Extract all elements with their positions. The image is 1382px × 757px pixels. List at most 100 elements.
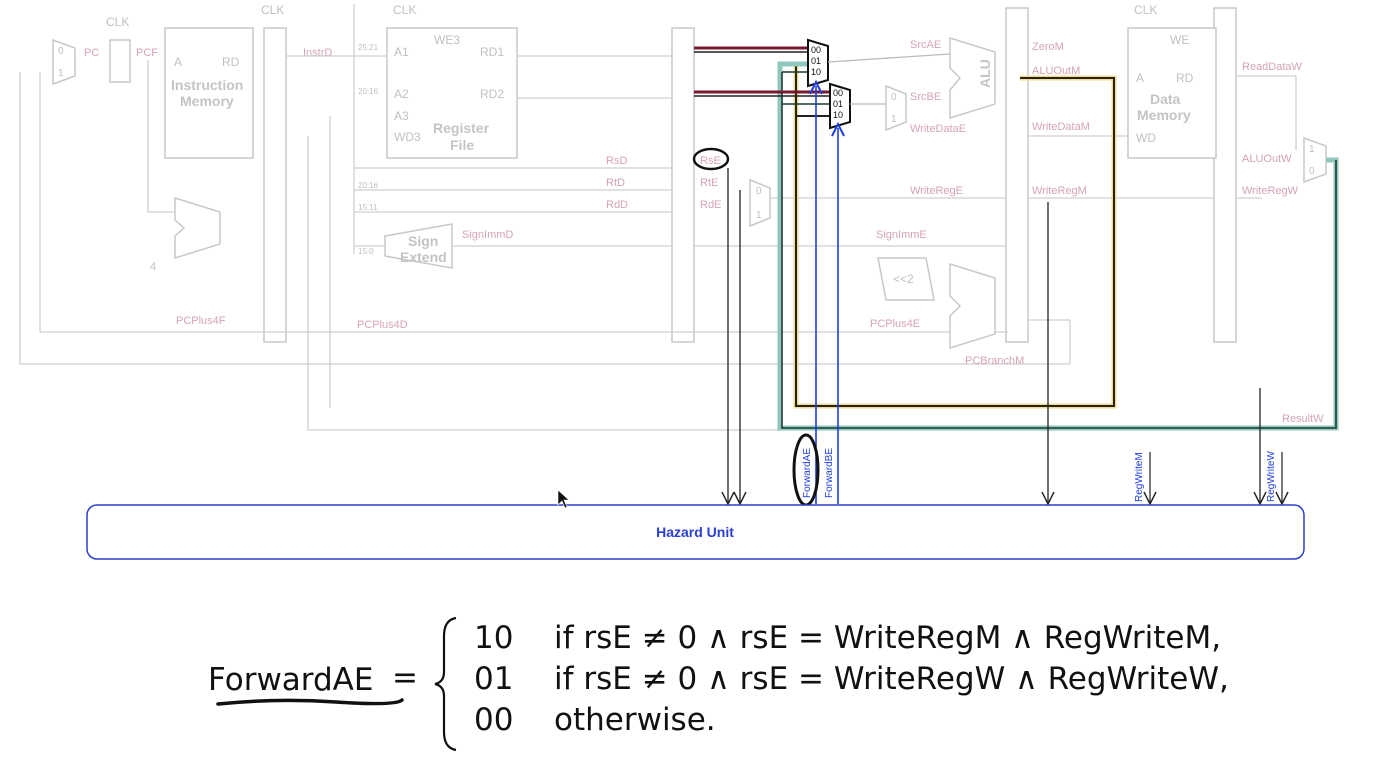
imem-title-2: Memory: [180, 93, 234, 109]
pipeline-register-fd: [264, 28, 286, 342]
regfile-wd3: WD3: [394, 130, 421, 144]
pc-mux-input-0: 0: [58, 46, 64, 57]
regfile-a3: A3: [394, 109, 409, 123]
hazard-unit-title: Hazard Unit: [656, 524, 734, 540]
regfile-rd1: RD1: [480, 45, 504, 59]
regdst-mux-input-0: 0: [756, 186, 762, 197]
rde-label: RdE: [700, 199, 721, 211]
signimme-label: SignImmE: [876, 229, 927, 241]
dmem-title-1: Data: [1150, 91, 1181, 107]
srcae-label: SrcAE: [910, 39, 941, 51]
equation-case-2-condition: if rsE ≠ 0 ∧ rsE = WriteRegW ∧ RegWriteW…: [554, 661, 1229, 697]
rsd-label: RsD: [606, 155, 627, 167]
writeregm-label: WriteRegM: [1032, 185, 1087, 197]
pc-register: [110, 40, 130, 82]
rdd-label: RdD: [606, 199, 628, 211]
srcbe-label: SrcBE: [910, 91, 941, 103]
regfile-title-2: File: [450, 137, 474, 153]
regfile-a1: A1: [394, 45, 409, 59]
equation-lhs: ForwardAE: [208, 662, 373, 698]
zerom-label: ZeroM: [1032, 41, 1064, 53]
memtoreg-mux-input-0: 0: [1309, 166, 1315, 177]
forward-mux-b-input-00: 00: [833, 88, 843, 98]
clk-label-regfile: CLK: [393, 3, 416, 17]
pcbranchm-label: PCBranchM: [965, 355, 1024, 367]
pcplus4d-label: PCPlus4D: [357, 319, 408, 331]
equation-brace: [432, 616, 462, 752]
equation-case-3-condition: otherwise.: [554, 702, 716, 738]
pcf-label: PCF: [136, 47, 158, 59]
equation-case-3-value: 00: [474, 702, 554, 738]
regfile-a2: A2: [394, 87, 409, 101]
equation-lhs-underline: [216, 696, 416, 710]
signimmd-label: SignImmD: [462, 229, 513, 241]
sign-extend-title-1: Sign: [408, 233, 438, 249]
imem-port-rd: RD: [222, 55, 240, 69]
regwritew-label: RegWriteW: [1266, 451, 1277, 502]
dmem-port-rd: RD: [1176, 71, 1194, 85]
writedatam-label: WriteDataM: [1032, 121, 1090, 133]
dmem-port-a: A: [1136, 71, 1144, 85]
pc-label: PC: [84, 47, 99, 59]
forwardae-equation: ForwardAE = 10if rsE ≠ 0 ∧ rsE = WriteRe…: [206, 612, 1326, 752]
instr-field-20-16-b: 20:16: [358, 181, 379, 190]
forwardbe-label: ForwardBE: [824, 448, 835, 498]
rte-label: RtE: [700, 177, 718, 189]
imem-title-1: Instruction: [171, 77, 243, 93]
pcplus4e-label: PCPlus4E: [870, 318, 920, 330]
forward-mux-a-input-10: 10: [811, 67, 821, 77]
forward-mux-b-input-10: 10: [833, 110, 843, 120]
writeregw-label: WriteRegW: [1242, 185, 1299, 197]
forward-mux-b-input-01: 01: [833, 99, 843, 109]
forward-mux-a-input-01: 01: [811, 56, 821, 66]
faint-datapath: 0 1 PC PCF CLK CLK CLK CLK A RD Instruct…: [20, 3, 1326, 430]
rtd-label: RtD: [606, 177, 625, 189]
aluoutm-label: ALUOutM: [1032, 65, 1080, 77]
srcb-mux-input-1: 1: [891, 114, 897, 125]
pc-mux: [53, 40, 75, 84]
instr-field-15-11: 15:11: [358, 203, 378, 212]
instr-field-25-21: 25:21: [358, 43, 379, 52]
regdst-mux-input-1: 1: [756, 210, 762, 221]
regfile-title-1: Register: [433, 120, 490, 136]
writerege-label: WriteRegE: [910, 185, 963, 197]
equation-case-2-value: 01: [474, 661, 554, 697]
regfile-rd2: RD2: [480, 87, 504, 101]
srcb-mux-input-0: 0: [891, 92, 897, 103]
equation-case-1-value: 10: [474, 620, 554, 656]
forwardae-label: ForwardAE: [802, 448, 813, 498]
instr-field-20-16-a: 20:16: [358, 87, 379, 96]
memtoreg-mux: [1304, 138, 1326, 182]
shift-left-2-label: <<2: [893, 272, 914, 286]
instr-field-15-0: 15:0: [358, 247, 374, 256]
pipeline-register-em: [1006, 8, 1028, 342]
pc-mux-input-1: 1: [58, 68, 64, 79]
equation-equals-sign: =: [392, 660, 418, 696]
resultw-label: ResultW: [1282, 413, 1324, 425]
clk-label-memory: CLK: [1134, 3, 1157, 17]
readdataw-label: ReadDataW: [1242, 61, 1303, 73]
dmem-we: WE: [1170, 33, 1189, 47]
writedatae-label: WriteDataE: [910, 123, 966, 135]
equation-case-2: 01if rsE ≠ 0 ∧ rsE = WriteRegW ∧ RegWrit…: [474, 661, 1229, 701]
memtoreg-mux-input-1: 1: [1309, 144, 1315, 155]
dmem-port-wd: WD: [1136, 131, 1156, 145]
rse-label: RsE: [700, 155, 721, 167]
alu-title: ALU: [977, 59, 993, 88]
regwritem-label: RegWriteM: [1134, 452, 1145, 502]
instr-d-label: InstrD: [303, 47, 332, 59]
pcplus4f-label: PCPlus4F: [176, 315, 226, 327]
branch-adder: [950, 264, 995, 348]
regfile-we3: WE3: [434, 33, 460, 47]
aluoutw-label: ALUOutW: [1242, 153, 1292, 165]
pipeline-register-de: [672, 28, 694, 342]
equation-case-1-condition: if rsE ≠ 0 ∧ rsE = WriteRegM ∧ RegWriteM…: [554, 620, 1221, 656]
dmem-title-2: Memory: [1137, 107, 1191, 123]
forward-mux-a-input-00: 00: [811, 45, 821, 55]
clk-label-decode: CLK: [261, 3, 284, 17]
equation-case-1: 10if rsE ≠ 0 ∧ rsE = WriteRegM ∧ RegWrit…: [474, 620, 1221, 660]
equation-case-3: 00otherwise.: [474, 702, 716, 742]
sign-extend-title-2: Extend: [400, 249, 447, 265]
srcae-wire: [828, 54, 950, 62]
adder-constant-4: 4: [150, 261, 156, 273]
